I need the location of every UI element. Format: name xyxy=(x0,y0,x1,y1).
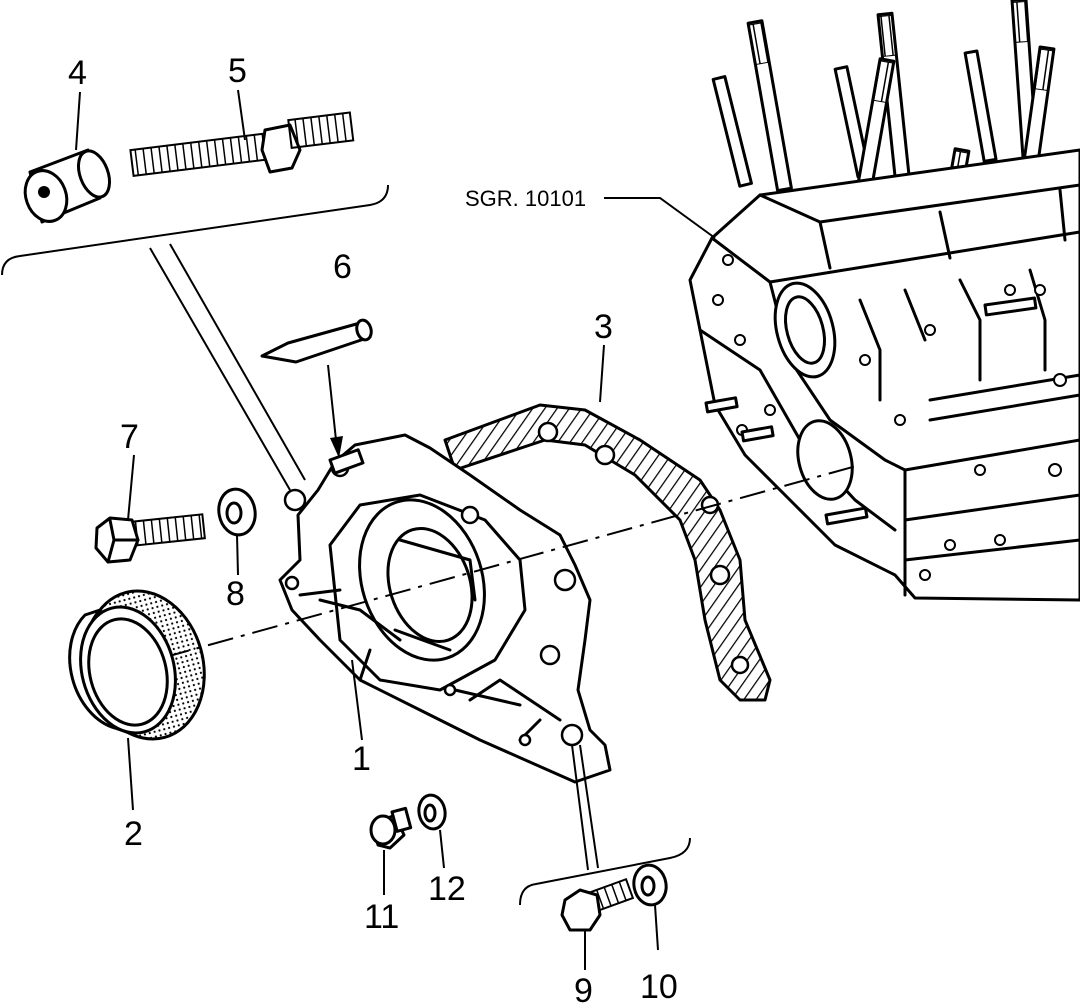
callout-9: 9 xyxy=(574,972,593,1008)
callout-4: 4 xyxy=(68,54,87,92)
drain-plug xyxy=(369,806,413,850)
callout-10: 10 xyxy=(640,968,678,1006)
leader-4-5 xyxy=(149,243,306,491)
lower-bolt-washer xyxy=(632,863,668,907)
callout-7: 7 xyxy=(120,418,139,456)
spacer-sleeve xyxy=(23,148,112,224)
engine-block xyxy=(688,0,1080,602)
lower-cover-bolt xyxy=(560,877,635,932)
crankshaft-axis xyxy=(74,464,861,683)
leader-9-10 xyxy=(571,744,599,871)
rear-cover-gasket xyxy=(443,403,772,702)
bolt-washer xyxy=(217,487,257,537)
dowel-pin xyxy=(260,318,373,364)
callout-8: 8 xyxy=(226,575,245,613)
callout-leaders xyxy=(75,89,716,970)
plug-washer xyxy=(417,793,447,831)
callout-12: 12 xyxy=(428,870,466,908)
callout-5: 5 xyxy=(228,52,247,90)
callout-11: 11 xyxy=(364,898,399,936)
callout-2: 2 xyxy=(124,815,143,853)
crankshaft-rear-cover xyxy=(278,433,612,784)
cover-bolt xyxy=(94,513,206,564)
dowel-arrow xyxy=(327,364,343,458)
callout-6: 6 xyxy=(333,248,352,286)
group-bracket-4-5 xyxy=(1,184,389,276)
engine-block-reference-label: SGR. 10101 xyxy=(465,186,586,211)
crankshaft-oil-seal xyxy=(68,589,206,741)
callout-1: 1 xyxy=(352,740,371,778)
threaded-stud xyxy=(129,111,355,178)
callout-3: 3 xyxy=(594,308,613,346)
group-bracket-9-10 xyxy=(519,837,691,906)
